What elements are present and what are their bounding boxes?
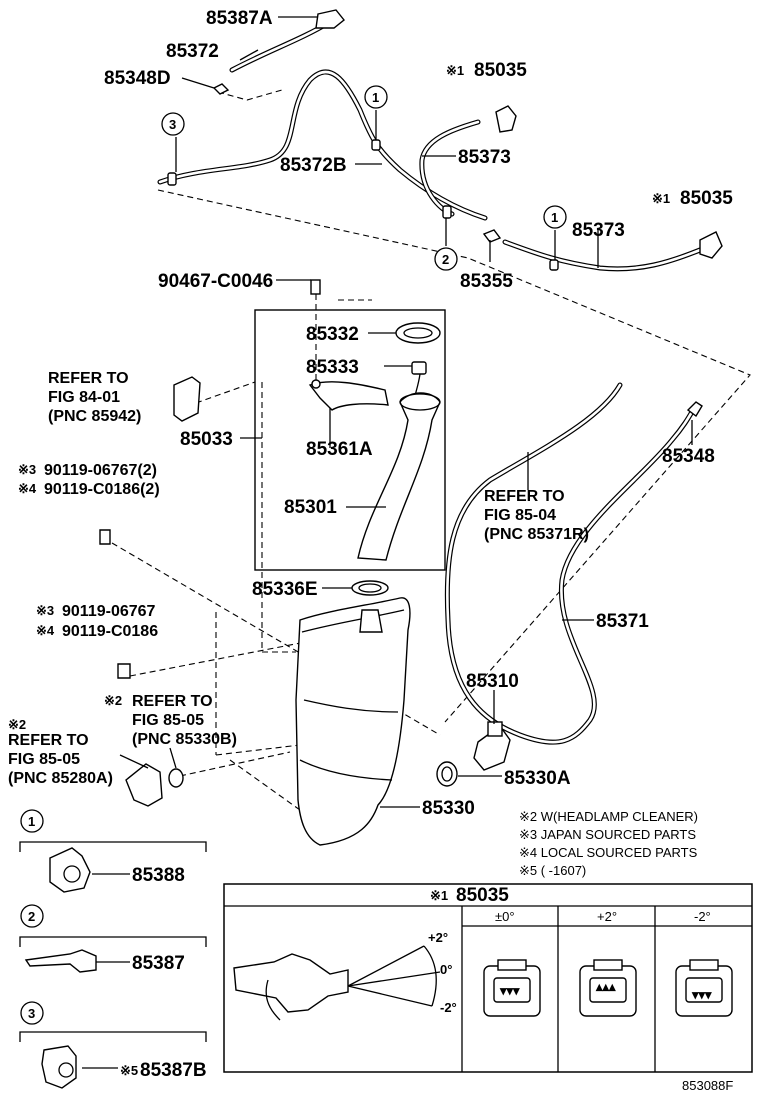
label-85348: 85348 [662, 446, 715, 467]
ref-84-01-line2: FIG 84-01 [48, 389, 120, 406]
inlet-assembly-box [254, 279, 446, 571]
ref-85280A-line3: (PNC 85280A) [8, 770, 113, 787]
long-hose-85371 [444, 382, 703, 745]
top-hose-assembly [157, 9, 723, 272]
marker-3: 3 [169, 117, 176, 132]
ref-85280A-line2: FIG 85-05 [8, 751, 80, 768]
svg-text:▾▾▾: ▾▾▾ [499, 983, 520, 998]
label-85373-b: 85373 [572, 220, 625, 241]
label-85330: 85330 [422, 798, 475, 819]
label-85336E: 85336E [252, 579, 318, 600]
ref-85-04-line2: FIG 85-04 [484, 507, 556, 524]
note-mark-5: ※5 [120, 1063, 138, 1078]
ref-85330B-mark: ※2 [104, 693, 122, 708]
note-2: ※2 W(HEADLAMP CLEANER) [519, 809, 698, 824]
table-title-mark: ※1 [430, 888, 448, 903]
ref-85330B-line1: REFER TO [132, 693, 213, 710]
label-85387B: 85387B [140, 1060, 207, 1081]
label-85301: 85301 [284, 497, 337, 518]
label-85348D: 85348D [104, 68, 171, 89]
label-85035-mid: 85035 [680, 188, 733, 209]
bolt1-number: 90119-06767(2) [44, 462, 157, 479]
reference-notes: REFER TO FIG 84-01 (PNC 85942) REFER TO … [8, 370, 589, 787]
bolt4-mark: ※4 [36, 623, 55, 638]
angle-plus-label: +2° [428, 930, 448, 945]
label-85372B: 85372B [280, 155, 347, 176]
note-4: ※4 LOCAL SOURCED PARTS [519, 845, 698, 860]
note-5: ※5 ( -1607) [519, 863, 586, 878]
nozzle-head-minus: ▾▾▾ [675, 959, 733, 1017]
callout-labels: 85387A 85372 85348D ※1 85035 85372B 8537… [104, 8, 733, 1081]
ref-84-01-line3: (PNC 85942) [48, 408, 141, 425]
detail-2-number: 2 [28, 909, 35, 924]
bolt-labels: ※3 90119-06767(2) ※4 90119-C0186(2) ※3 9… [18, 462, 160, 640]
nozzle-head-plus: ▴▴▴ [579, 959, 637, 1017]
label-85310: 85310 [466, 671, 519, 692]
label-85387A: 85387A [206, 8, 273, 29]
leader-lines [82, 16, 693, 1069]
note-3: ※3 JAPAN SOURCED PARTS [519, 827, 696, 842]
nozzle-head-zero: ▾▾▾ [483, 959, 541, 1017]
svg-text:▴▴▴: ▴▴▴ [595, 979, 616, 994]
label-85355: 85355 [460, 271, 513, 292]
label-85371: 85371 [596, 611, 649, 632]
bolt3-mark: ※3 [36, 603, 54, 618]
note-mark-1-top: ※1 [446, 63, 464, 78]
nozzle-angle-table: ※1 85035 ±0° +2° -2° +2° 0° -2° ▾▾▾ ▴▴▴ [223, 883, 753, 1073]
note-mark-1-mid: ※1 [652, 191, 670, 206]
bolt3-number: 90119-06767 [62, 603, 156, 620]
label-85332: 85332 [306, 324, 359, 345]
ref-85280A-mark: ※2 [8, 717, 26, 732]
ref-85330B-line2: FIG 85-05 [132, 712, 204, 729]
ref-85330B-line3: (PNC 85330B) [132, 731, 237, 748]
ref-84-01-line1: REFER TO [48, 370, 129, 387]
ref-85-04-line1: REFER TO [484, 488, 565, 505]
bolt1-mark: ※3 [18, 462, 36, 477]
label-85033: 85033 [180, 429, 233, 450]
label-85387: 85387 [132, 953, 185, 974]
ref-85280A-line1: REFER TO [8, 732, 89, 749]
label-85388: 85388 [132, 865, 185, 886]
marker-1-b: 1 [551, 210, 558, 225]
table-col-minus: -2° [694, 909, 711, 924]
marker-2: 2 [442, 252, 449, 267]
bolt4-number: 90119-C0186 [62, 623, 158, 640]
washer-tank-85330 [99, 376, 511, 846]
detail-3-number: 3 [28, 1006, 35, 1021]
angle-minus-label: -2° [440, 1000, 457, 1015]
label-85361A: 85361A [306, 439, 373, 460]
bolt2-mark: ※4 [18, 481, 37, 496]
clip-details: 1 2 3 [19, 809, 207, 1089]
label-90467-C0046: 90467-C0046 [158, 271, 273, 292]
angle-zero-label: 0° [440, 962, 452, 977]
footnotes: ※2 W(HEADLAMP CLEANER) ※3 JAPAN SOURCED … [519, 809, 698, 878]
detail-1-number: 1 [28, 814, 35, 829]
label-85035-top: 85035 [474, 60, 527, 81]
figure-code: 853088F [682, 1078, 733, 1093]
bolt2-number: 90119-C0186(2) [44, 481, 160, 498]
svg-text:▾▾▾: ▾▾▾ [691, 987, 712, 1002]
circle-markers: 1 1 2 3 [161, 85, 567, 271]
label-85333: 85333 [306, 357, 359, 378]
label-85373-a: 85373 [458, 147, 511, 168]
table-title-part: 85035 [456, 885, 509, 906]
label-85372: 85372 [166, 41, 219, 62]
marker-1-a: 1 [372, 90, 379, 105]
table-col-zero: ±0° [495, 909, 515, 924]
ref-85-04-line3: (PNC 85371R) [484, 526, 589, 543]
table-col-plus: +2° [597, 909, 617, 924]
label-85330A: 85330A [504, 768, 571, 789]
